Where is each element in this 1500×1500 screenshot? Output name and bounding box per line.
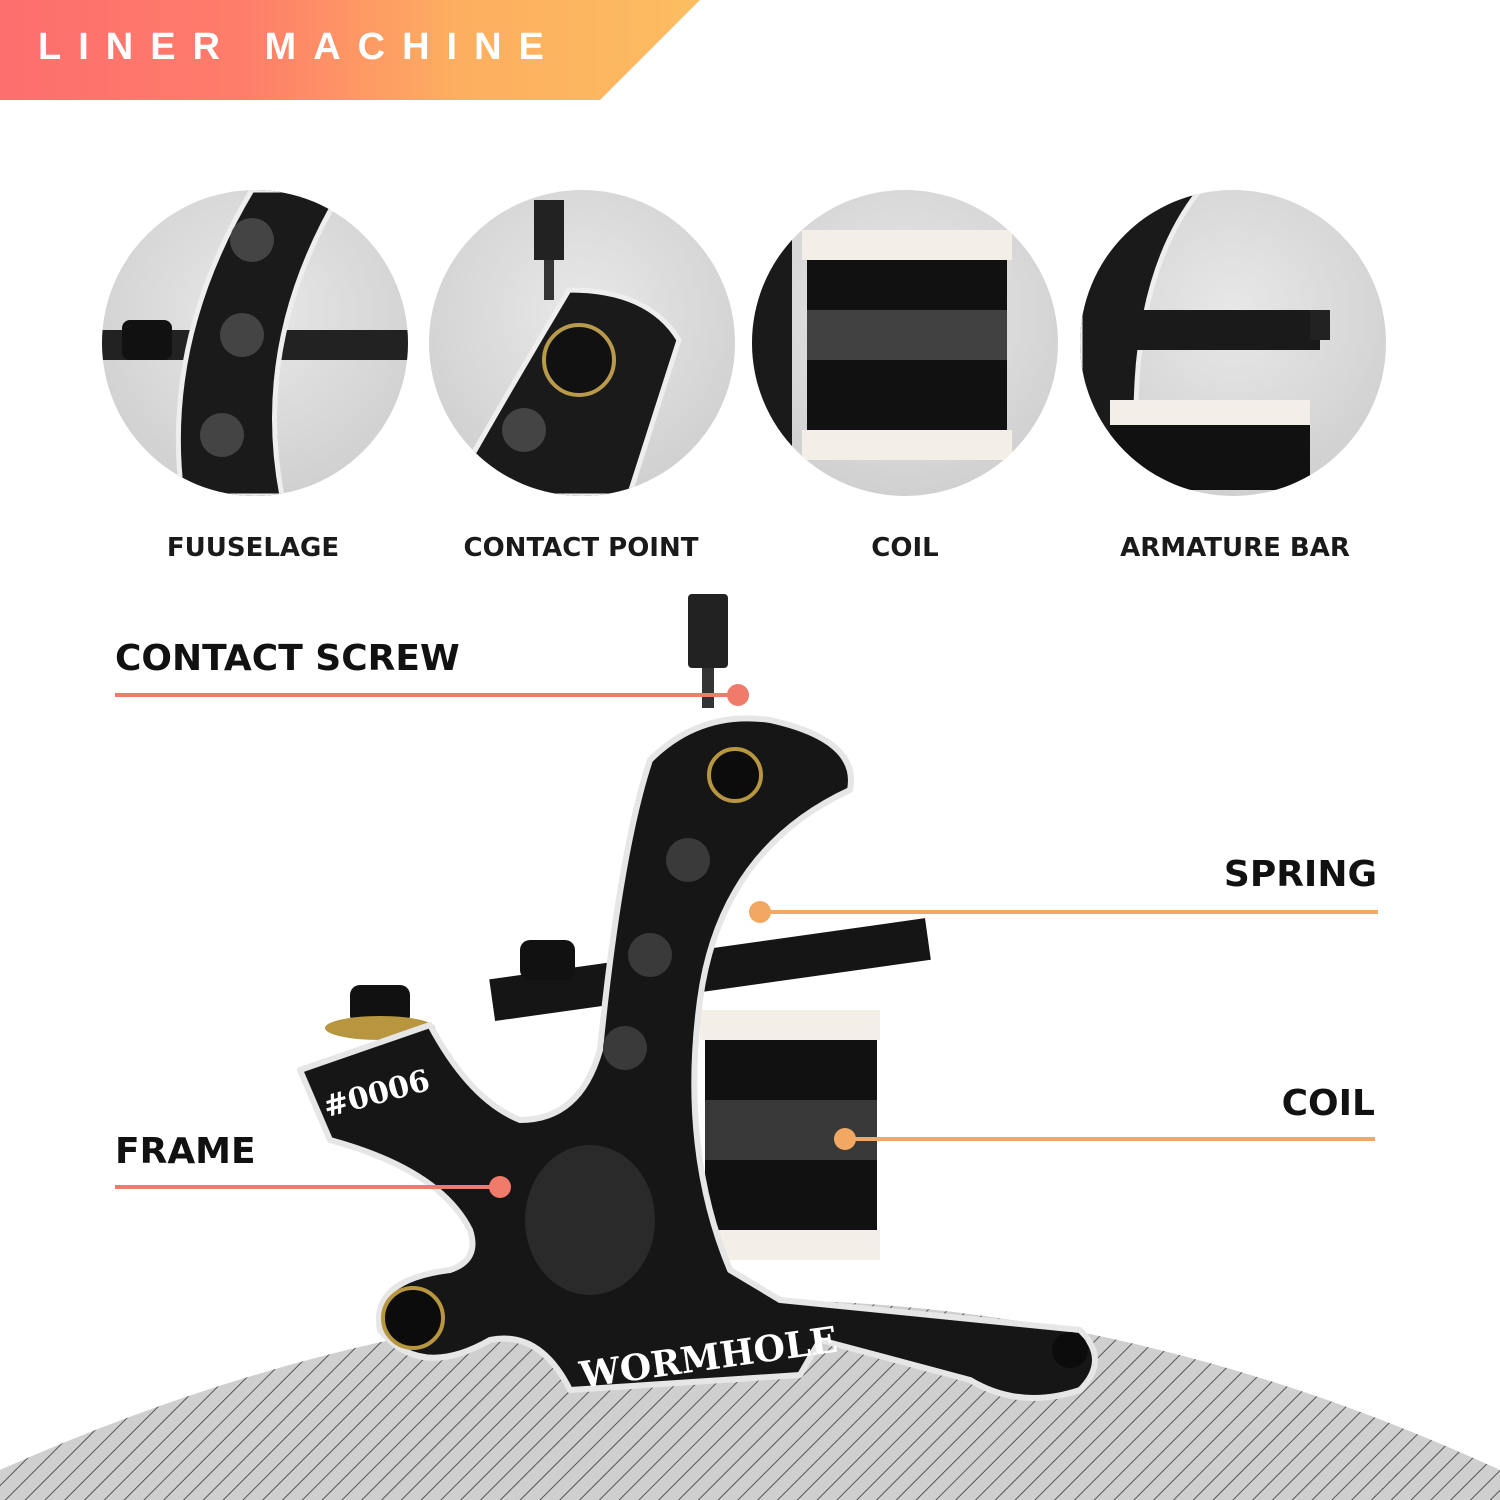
callout-coil: COIL bbox=[1281, 1083, 1375, 1124]
callout-frame: FRAME bbox=[115, 1131, 256, 1172]
detail-label-coil: COIL bbox=[871, 533, 939, 563]
detail-label-contact-point: CONTACT POINT bbox=[463, 533, 699, 563]
header-banner bbox=[0, 0, 700, 100]
callout-line-coil bbox=[845, 1137, 1375, 1141]
page-title: LINER MACHINE bbox=[38, 26, 561, 68]
callout-line-contact-screw bbox=[115, 693, 738, 697]
detail-image-fuselage bbox=[102, 190, 408, 496]
callout-contact-screw: CONTACT SCREW bbox=[115, 638, 460, 679]
detail-label-fuselage: FUUSELAGE bbox=[166, 533, 340, 563]
callout-spring: SPRING bbox=[1223, 854, 1377, 895]
detail-image-armature-bar bbox=[1080, 190, 1386, 496]
callout-line-spring bbox=[760, 910, 1378, 914]
detail-image-coil bbox=[752, 190, 1058, 496]
callout-line-frame bbox=[115, 1185, 500, 1189]
hatched-base bbox=[0, 1300, 1500, 1500]
callout-dot-frame bbox=[489, 1176, 511, 1198]
callout-dot-contact-screw bbox=[727, 684, 749, 706]
callout-dot-spring bbox=[749, 901, 771, 923]
detail-label-armature-bar: ARMATURE BAR bbox=[1120, 533, 1350, 563]
callout-dot-coil bbox=[834, 1128, 856, 1150]
